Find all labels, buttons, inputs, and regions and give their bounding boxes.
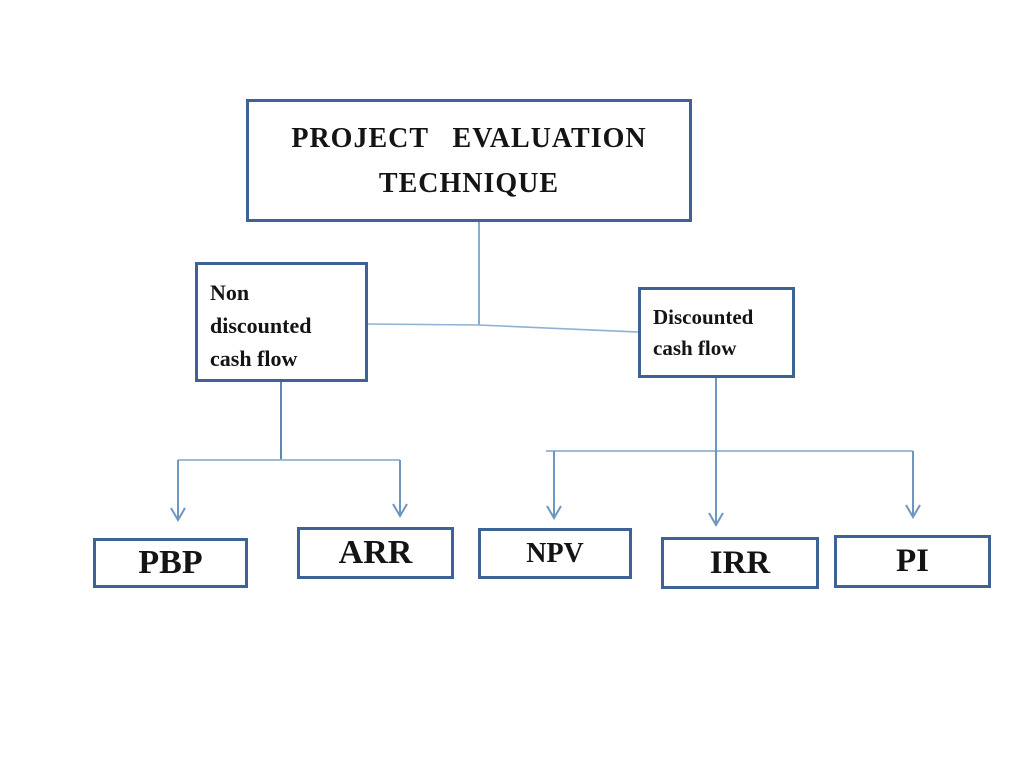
connector-to-discounted	[478, 324, 639, 333]
connector-to-non-discounted	[367, 323, 480, 326]
node-npv-label: NPV	[526, 537, 584, 569]
arrow-to-irr	[708, 378, 724, 527]
node-discounted-cash-flow: Discounted cash flow	[638, 287, 795, 378]
title-line-2: TECHNIQUE	[378, 167, 560, 199]
node-irr-label: IRR	[709, 544, 771, 581]
arrow-to-arr	[392, 460, 408, 518]
arrow-to-npv	[546, 451, 562, 520]
title-line-1: PROJECT EVALUATION	[291, 122, 647, 154]
arrow-to-pbp	[170, 460, 186, 522]
node-non-discounted-label: Non discounted cash flow	[210, 280, 312, 371]
node-arr: ARR	[297, 527, 454, 579]
node-pbp-label: PBP	[138, 544, 203, 581]
node-pi-label: PI	[896, 543, 929, 579]
node-pi: PI	[834, 535, 991, 588]
node-arr-label: ARR	[338, 534, 413, 571]
node-pbp: PBP	[93, 538, 248, 588]
node-discounted-label: Discounted cash flow	[653, 305, 754, 360]
node-non-discounted-cash-flow: Non discounted cash flow	[195, 262, 368, 382]
arrow-to-pi	[905, 451, 921, 519]
node-npv: NPV	[478, 528, 632, 579]
node-project-evaluation-technique: PROJECT EVALUATION TECHNIQUE	[246, 99, 692, 222]
node-irr: IRR	[661, 537, 819, 589]
